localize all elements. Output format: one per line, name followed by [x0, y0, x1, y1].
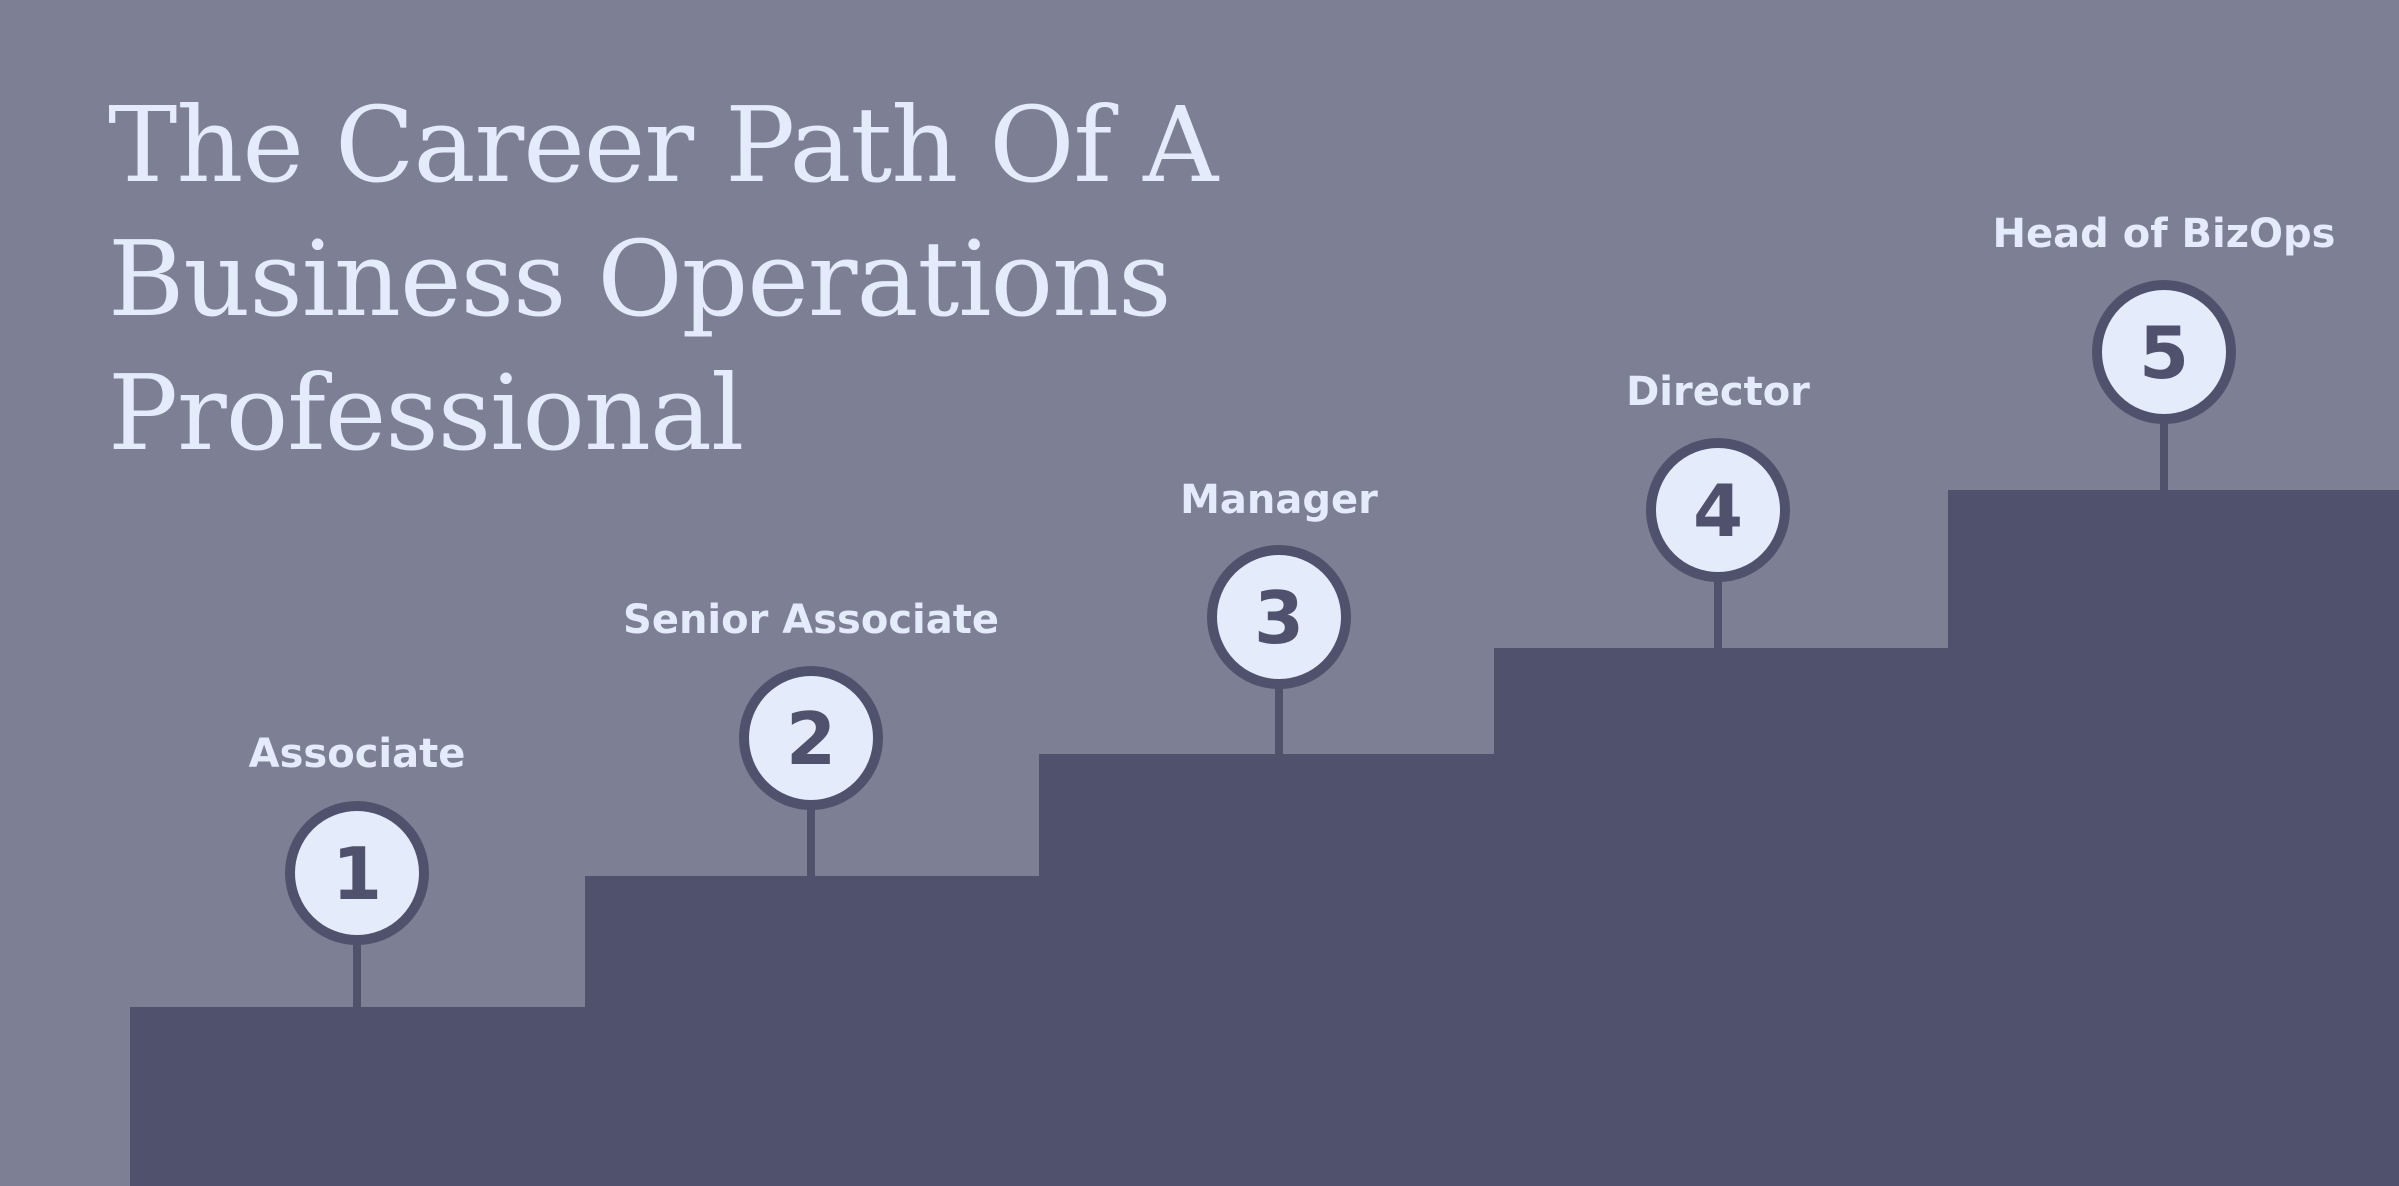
step-marker-3: 3 — [1207, 545, 1351, 754]
page-title: The Career Path Of A Business Operations… — [108, 78, 1408, 480]
step-3-label: Manager — [1180, 477, 1378, 523]
step-3-number: 3 — [1254, 576, 1304, 660]
step-5-label: Head of BizOps — [1992, 211, 2336, 257]
step-2-label: Senior Associate — [623, 597, 999, 643]
step-5-number: 5 — [2139, 311, 2189, 395]
step-4-circle — [1646, 438, 1790, 582]
step-3-circle — [1207, 545, 1351, 689]
step-2-circle — [739, 666, 883, 810]
step-1-circle — [285, 801, 429, 945]
step-4-number: 4 — [1693, 469, 1743, 553]
step-5-circle — [2092, 280, 2236, 424]
step-1-label: Associate — [248, 731, 466, 777]
title-line-3: Professional — [108, 352, 744, 474]
step-1-number: 1 — [332, 832, 382, 916]
step-marker-5: 5 — [2092, 280, 2236, 490]
step-marker-4: 4 — [1646, 438, 1790, 648]
step-marker-2: 2 — [739, 666, 883, 876]
title-line-2: Business Operations — [108, 218, 1172, 340]
step-2-number: 2 — [786, 697, 836, 781]
title-line-1: The Career Path Of A — [108, 84, 1218, 206]
step-4-label: Director — [1626, 369, 1810, 415]
step-marker-1: 1 — [285, 801, 429, 1007]
staircase-shape — [130, 490, 2399, 1186]
